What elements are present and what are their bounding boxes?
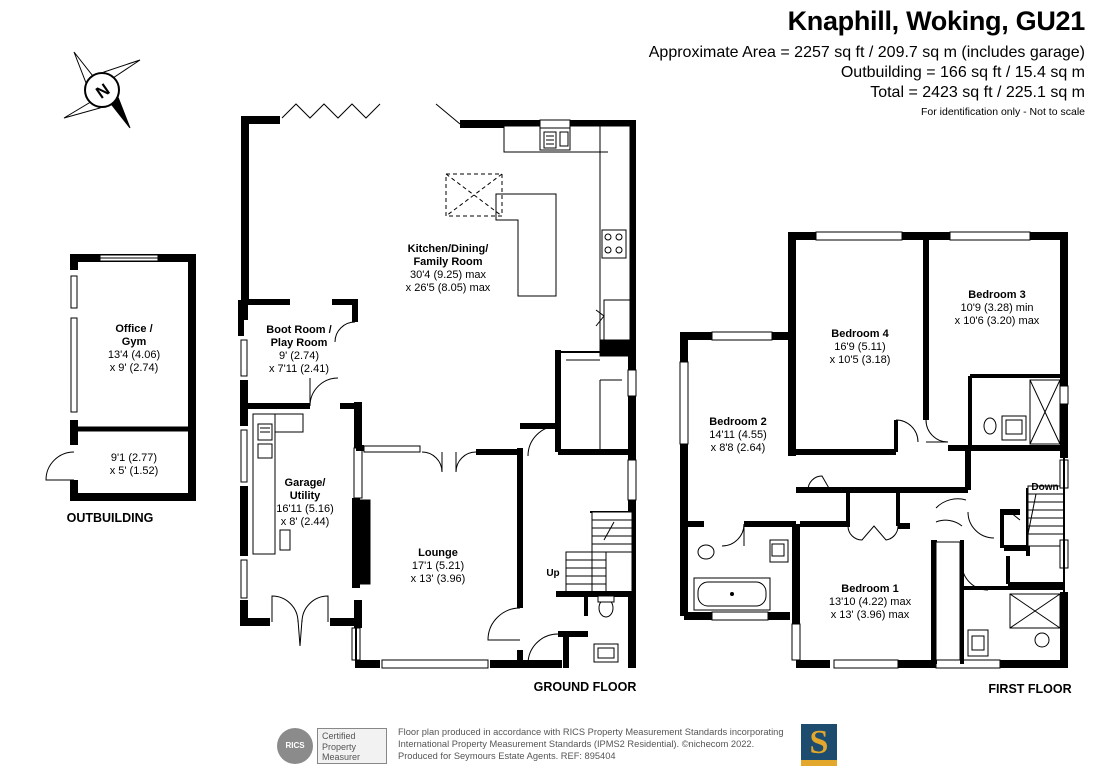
store-dim1: 9'1 (2.77) xyxy=(111,452,157,464)
office-gym-dim2: x 9' (2.74) xyxy=(110,362,159,374)
outbuilding-plan xyxy=(45,254,196,501)
bedroom2-dim2: x 8'8 (2.64) xyxy=(711,442,766,454)
kitchen-dim1: 30'4 (9.25) max xyxy=(410,269,487,281)
footer-line3: Produced for Seymours Estate Agents. REF… xyxy=(398,751,616,761)
bedroom4-name: Bedroom 4 xyxy=(831,328,889,340)
office-gym-name2: Gym xyxy=(122,336,147,348)
bedroom1-dim2: x 13' (3.96) max xyxy=(831,609,910,621)
kitchen-name2: Family Room xyxy=(413,256,482,268)
agent-logo-bar xyxy=(801,760,837,766)
scale-disclaimer: For identification only - Not to scale xyxy=(921,106,1085,118)
office-gym-dim1: 13'4 (4.06) xyxy=(108,349,160,361)
stairs-down-label: Down xyxy=(1031,482,1058,493)
lounge-dim1: 17'1 (5.21) xyxy=(412,560,464,572)
bedroom1-dim1: 13'10 (4.22) max xyxy=(829,596,912,608)
bedroom2-name: Bedroom 2 xyxy=(709,416,766,428)
lounge-name: Lounge xyxy=(418,547,458,559)
rics-line2: Property xyxy=(322,741,357,752)
rics-certified-text: Certified Property Measurer xyxy=(317,728,387,764)
outbuilding-label: OUTBUILDING xyxy=(67,511,154,525)
store-dim2: x 5' (1.52) xyxy=(110,465,159,477)
bedroom4-dim1: 16'9 (5.11) xyxy=(834,341,885,353)
bedroom3-dim2: x 10'6 (3.20) max xyxy=(955,315,1040,327)
bedroom1-name: Bedroom 1 xyxy=(841,583,898,595)
ground-floor-plan xyxy=(238,103,637,669)
garage-dim1: 16'11 (5.16) xyxy=(276,503,334,515)
kitchen-name1: Kitchen/Dining/ xyxy=(408,243,489,255)
bedroom3-dim1: 10'9 (3.28) min xyxy=(960,302,1033,314)
boot-room-name2: Play Room xyxy=(271,337,328,349)
boot-room-name1: Boot Room / xyxy=(266,324,331,336)
stairs-up-label: Up xyxy=(546,568,559,579)
agent-logo-letter: S xyxy=(809,724,829,761)
footer-line2: International Property Measurement Stand… xyxy=(398,739,755,749)
boot-room-dim1: 9' (2.74) xyxy=(279,350,319,362)
area-outbuilding: Outbuilding = 166 sq ft / 15.4 sq m xyxy=(840,64,1085,81)
compass-icon: N xyxy=(63,51,141,129)
boot-room-dim2: x 7'11 (2.41) xyxy=(269,363,329,375)
bedroom4-dim2: x 10'5 (3.18) xyxy=(830,354,891,366)
area-main: Approximate Area = 2257 sq ft / 209.7 sq… xyxy=(648,44,1085,61)
property-title: Knaphill, Woking, GU21 xyxy=(787,6,1086,36)
rics-line3: Measurer xyxy=(322,752,361,762)
garage-dim2: x 8' (2.44) xyxy=(281,516,330,528)
bedroom3-name: Bedroom 3 xyxy=(968,289,1025,301)
garage-name1: Garage/ xyxy=(285,477,326,489)
first-floor-label: FIRST FLOOR xyxy=(988,682,1071,696)
first-floor-plan xyxy=(679,231,1069,669)
rics-line1: Certified xyxy=(322,731,356,741)
office-gym-name: Office / xyxy=(115,323,152,335)
ground-floor-label: GROUND FLOOR xyxy=(534,680,637,694)
footer-line1: Floor plan produced in accordance with R… xyxy=(398,727,784,737)
agent-logo: S xyxy=(801,724,837,766)
rics-logo-icon: RICS xyxy=(277,728,313,764)
garage-name2: Utility xyxy=(290,490,321,502)
kitchen-dim2: x 26'5 (8.05) max xyxy=(406,282,491,294)
footer-notice: Floor plan produced in accordance with R… xyxy=(398,726,784,762)
lounge-dim2: x 13' (3.96) xyxy=(411,573,466,585)
rics-badge: RICS Certified Property Measurer xyxy=(277,728,389,764)
bedroom2-dim1: 14'11 (4.55) xyxy=(709,429,767,441)
area-total: Total = 2423 sq ft / 225.1 sq m xyxy=(870,84,1085,101)
